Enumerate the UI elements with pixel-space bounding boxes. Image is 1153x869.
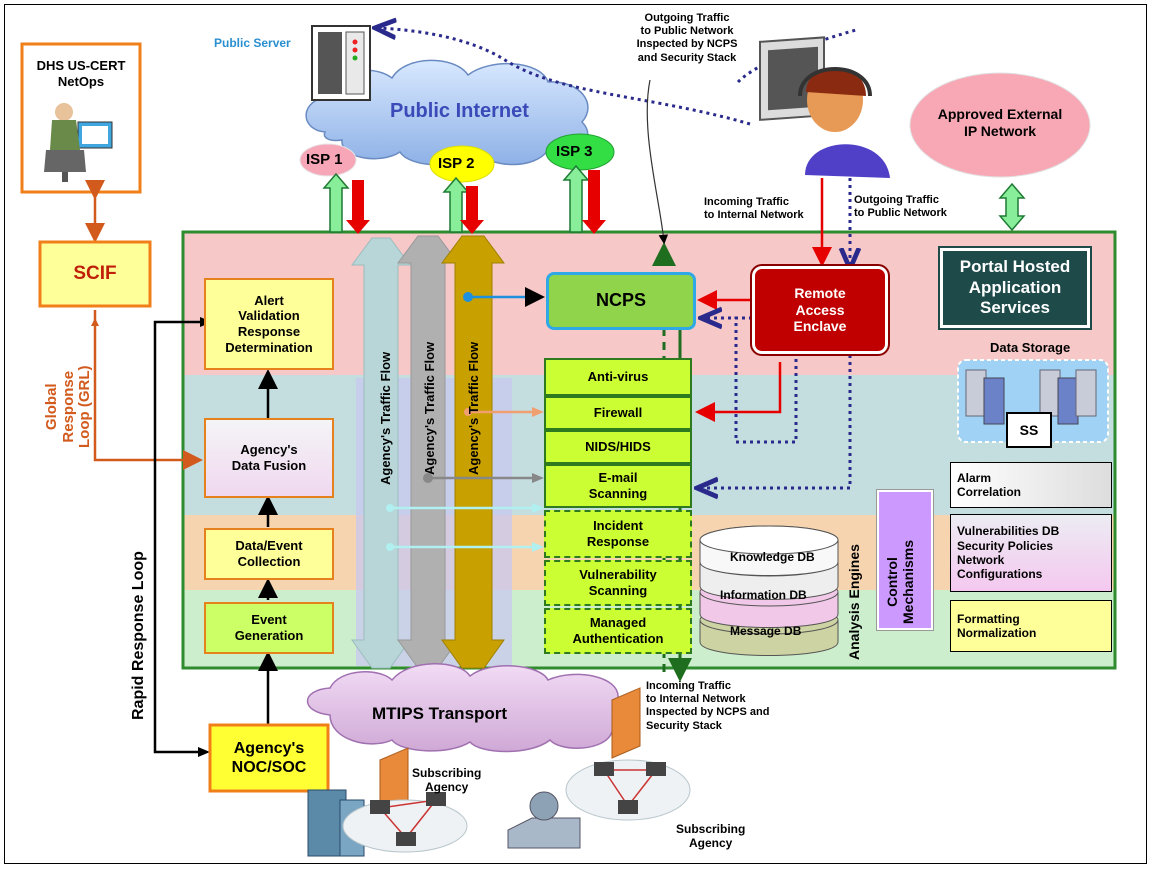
isp2-label: ISP 2 (438, 155, 475, 172)
stack-email-scanning: E-mail Scanning (544, 464, 692, 508)
isp3-label: ISP 3 (556, 143, 593, 160)
data-collection-box: Data/Event Collection (204, 528, 334, 580)
control-mechanisms-box (876, 489, 934, 631)
blue-dotted-traffic (700, 178, 850, 488)
firewall-icon-2 (611, 683, 652, 759)
ncps-box: NCPS (546, 272, 696, 330)
outgoing-inspected-label: Outgoing Traffic to Public Network Inspe… (636, 12, 738, 64)
formatting-box: Formatting Normalization (950, 600, 1112, 652)
alarm-correlation-box: Alarm Correlation (950, 462, 1112, 508)
event-generation-box: Event Generation (204, 602, 334, 654)
traffic-flow-label-1: Agency's Traffic Flow (378, 351, 393, 485)
vulnerabilities-db-box: Vulnerabilities DB Security Policies Net… (950, 514, 1112, 592)
scif-label: SCIF (73, 262, 117, 284)
approved-external-oval (909, 72, 1091, 178)
subscribing-agency-label-2: Subscribing Agency (676, 822, 746, 851)
stack-vulnerability-scanning: Vulnerability Scanning (544, 560, 692, 606)
alert-validation-box: Alert Validation Response Determination (204, 278, 334, 370)
remote-access-box: Remote Access Enclave (750, 264, 890, 356)
scif-box (38, 240, 152, 308)
traffic-flow-label-2: Agency's Traffic Flow (422, 341, 437, 475)
database-stack (699, 525, 839, 656)
dhs-title: DHS US-CERT NetOps (36, 58, 126, 89)
information-db-label: Information DB (720, 588, 807, 602)
global-response-loop-label: Global Response Loop (GRL) (43, 365, 93, 448)
approved-external-label: Approved External IP Network (937, 106, 1063, 139)
operator-icon (759, 36, 890, 178)
incoming-internal-label: Incoming Traffic to Internal Network (704, 196, 804, 222)
traffic-flow-label-3: Agency's Traffic Flow (466, 341, 481, 475)
external-link-arrow (998, 182, 1026, 232)
outgoing-public-path (378, 28, 751, 126)
public-server-icon (311, 25, 371, 101)
stack-managed-authentication: Managed Authentication (544, 608, 692, 654)
control-mechanisms-label: Control Mechanisms (884, 539, 917, 624)
incoming-inspected-label: Incoming Traffic to Internal Network Ins… (646, 680, 770, 732)
public-server-label: Public Server (214, 36, 291, 50)
agency-network-2 (507, 759, 691, 849)
noc-label: Agency's NOC/SOC (231, 739, 307, 776)
subscribing-agency-label-1: Subscribing Agency (412, 766, 482, 795)
data-fusion-box: Agency's Data Fusion (204, 418, 334, 498)
stack-incident-response: Incident Response (544, 510, 692, 558)
traffic-flow-arrows (351, 235, 505, 669)
ss-box: SS (1006, 412, 1052, 448)
stack-firewall: Firewall (544, 396, 692, 430)
agency-network-1 (307, 789, 468, 857)
isp2-oval (429, 145, 495, 183)
data-storage-group (957, 359, 1109, 443)
portal-box: Portal Hosted Application Services (938, 246, 1092, 330)
isp-arrows (322, 164, 606, 234)
isp1-label: ISP 1 (306, 151, 343, 168)
knowledge-db-label: Knowledge DB (730, 550, 815, 564)
stack-antivirus: Anti-virus (544, 358, 692, 396)
red-traffic (695, 178, 832, 422)
noc-box (208, 723, 330, 793)
grl-line (93, 310, 203, 470)
rapid-response-loop-label: Rapid Response Loop (130, 551, 147, 720)
outgoing-public-label: Outgoing Traffic to Public Network (854, 194, 947, 220)
rapid-loop-line (153, 320, 213, 754)
isp1-oval (299, 143, 357, 177)
message-db-label: Message DB (730, 624, 802, 638)
stack-nids-hids: NIDS/HIDS (544, 430, 692, 464)
analysis-engines-label: Analysis Engines (846, 544, 862, 660)
data-storage-label: Data Storage (990, 340, 1071, 355)
public-internet-label: Public Internet (390, 100, 529, 122)
stack-connectors (386, 287, 545, 552)
analyst-icon (44, 103, 113, 182)
mtips-label: MTIPS Transport (372, 704, 508, 723)
